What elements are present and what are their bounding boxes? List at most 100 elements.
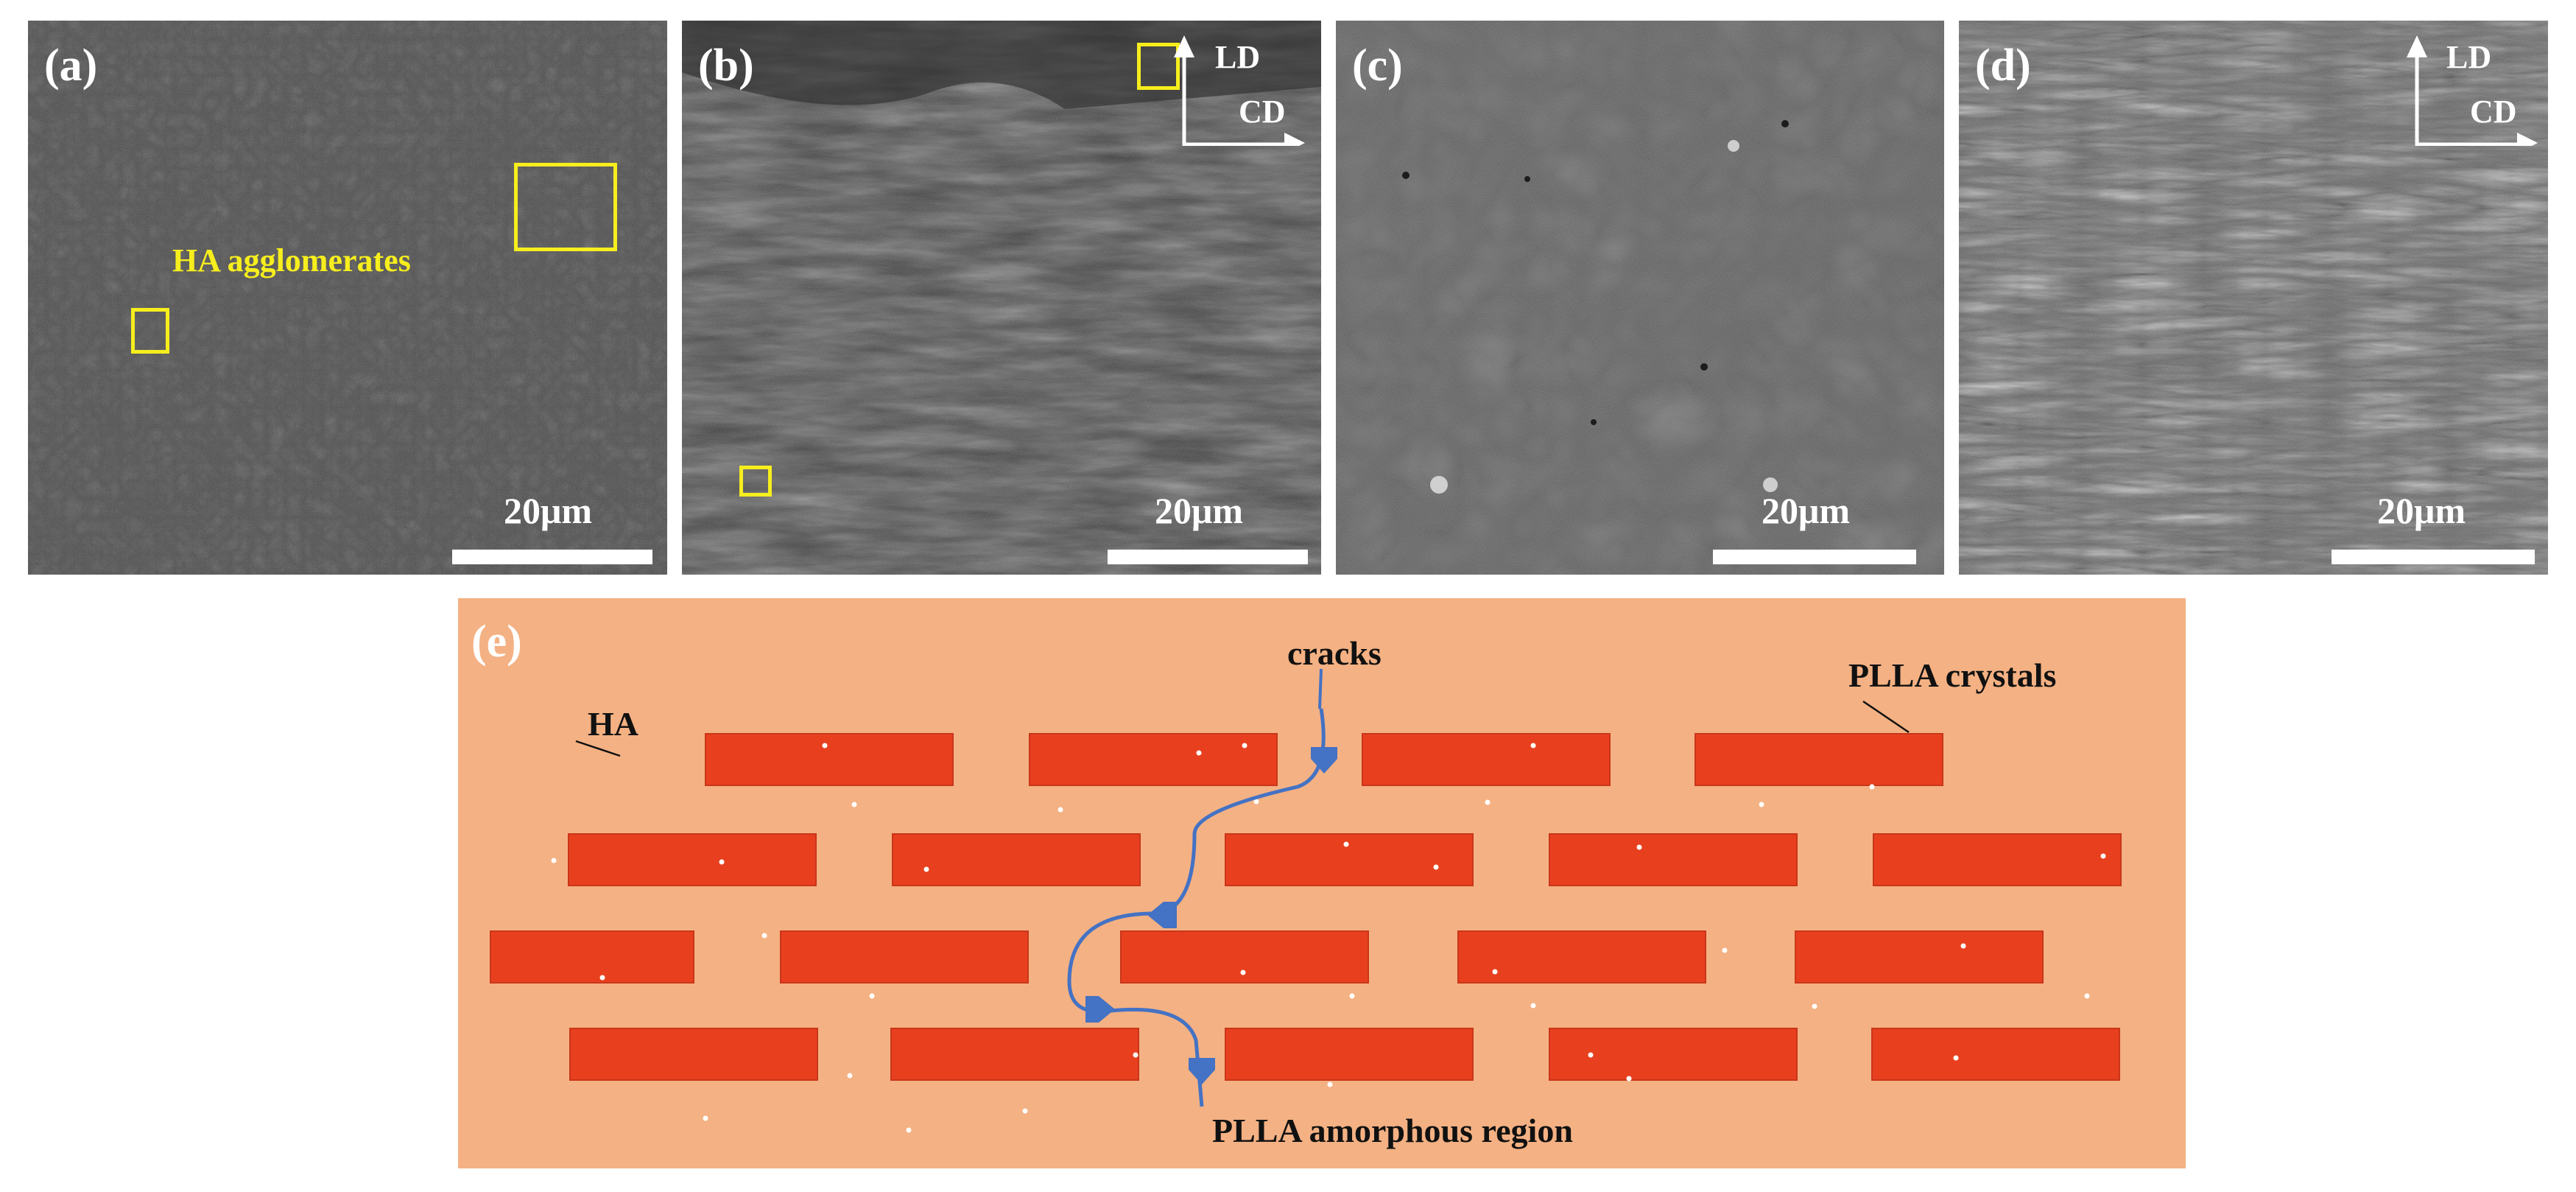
axis-label-cd-d: CD <box>2470 94 2517 130</box>
ha-particle <box>761 933 767 939</box>
scale-bar-label-d: 20μm <box>2377 490 2466 531</box>
panel-label-d: (d) <box>1975 41 2031 91</box>
plla-crystal-block <box>1029 733 1278 786</box>
scale-bar-b <box>1108 550 1308 564</box>
ld-arrow-head <box>2407 35 2427 57</box>
plla-crystal-block <box>1457 930 1706 984</box>
ha-particle <box>1530 1003 1536 1009</box>
ha-particle <box>869 993 875 999</box>
ha-agglomerates-label: HA agglomerates <box>172 242 411 278</box>
ha-particle <box>1433 864 1439 870</box>
plla-crystal-block <box>569 1028 818 1081</box>
ha-particle <box>719 859 725 865</box>
label-plla-crystals: PLLA crystals <box>1848 656 2057 694</box>
sem-panel-a: (a) HA agglomerates 20μm <box>28 21 667 575</box>
ha-particle <box>1812 1003 1817 1009</box>
ha-leader-line <box>575 740 621 757</box>
ha-particle <box>847 1073 853 1079</box>
plla-crystal-block <box>1549 833 1798 886</box>
ha-particle <box>1242 743 1247 748</box>
sem-panel-b: (b) LD CD 20μm <box>682 21 1321 575</box>
sem-panel-d: (d) LD CD 20μm <box>1959 21 2548 575</box>
plla-crystal-block <box>1225 833 1474 886</box>
ha-particle <box>2100 853 2106 859</box>
ha-particle <box>822 743 828 748</box>
scale-bar-label-c: 20μm <box>1762 490 1850 531</box>
sem-panel-c: (c) 20μm <box>1336 21 1944 575</box>
panel-label-b: (b) <box>698 41 754 91</box>
ha-particle <box>1240 970 1246 975</box>
plla-crystal-block <box>892 833 1141 886</box>
ha-particle <box>1960 943 1966 949</box>
ha-particle <box>851 802 857 807</box>
ha-particle <box>1588 1052 1594 1058</box>
crystals-leader-line <box>1862 700 1910 734</box>
plla-crystal-block <box>1549 1028 1798 1081</box>
plla-crystal-block <box>1225 1028 1474 1081</box>
highlight-box-bottom <box>739 466 772 497</box>
schematic-panel-e: (e) HA cracks PLLA crystals PLLA amorpho… <box>458 598 2186 1168</box>
plla-crystal-block <box>705 733 954 786</box>
ha-particle <box>1636 844 1642 850</box>
crack-arrow-icon <box>1085 996 1115 1023</box>
plla-crystal-block <box>490 930 694 984</box>
ha-particle <box>1626 1076 1632 1081</box>
panel-label-e: (e) <box>471 617 522 667</box>
sem-texture-c <box>1336 21 1944 575</box>
label-plla-amorphous: PLLA amorphous region <box>1212 1112 1573 1149</box>
crack-arrow-icon <box>1147 902 1177 928</box>
ha-particle <box>1953 1055 1959 1061</box>
ha-particle <box>703 1115 708 1121</box>
ha-particle <box>1253 799 1259 804</box>
scale-bar-a <box>452 550 652 564</box>
scale-bar-label-a: 20μm <box>504 490 592 531</box>
ha-particle <box>906 1127 912 1133</box>
highlight-box-top <box>1137 43 1180 90</box>
direction-axes-d <box>2407 35 2538 146</box>
plla-crystal-block <box>1873 833 2122 886</box>
ha-particle <box>1485 799 1491 805</box>
sem-texture-d <box>1959 21 2548 575</box>
plla-crystal-block <box>1695 733 1943 786</box>
ha-particle <box>1133 1052 1139 1058</box>
plla-crystal-block <box>780 930 1029 984</box>
cd-arrow-head <box>1284 133 1305 146</box>
ha-particle <box>1022 1108 1028 1114</box>
panel-label-a: (a) <box>44 41 98 91</box>
sem-texture-b <box>682 21 1321 575</box>
ha-particle <box>1869 784 1875 790</box>
ha-particle <box>599 975 605 981</box>
highlight-box-small <box>131 308 169 354</box>
plla-crystal-block <box>1795 930 2044 984</box>
ha-particle <box>1492 969 1498 975</box>
schematic-drawing <box>490 668 2122 1133</box>
crack-arrow-icon <box>1311 747 1337 774</box>
direction-axes-b <box>1174 35 1305 146</box>
ha-particle <box>1058 807 1063 813</box>
ha-particle <box>1722 947 1728 953</box>
ha-particle <box>2084 993 2090 999</box>
ha-particle <box>1196 750 1202 756</box>
axis-label-ld-b: LD <box>1215 39 1261 75</box>
axis-label-cd-b: CD <box>1239 94 1286 130</box>
ha-particle <box>1343 841 1349 847</box>
scale-bar-label-b: 20μm <box>1155 490 1243 531</box>
crack-arrow-icon <box>1189 1058 1215 1084</box>
highlight-box-large <box>514 163 617 251</box>
ha-particle <box>923 866 929 872</box>
crack-start-line <box>1318 668 1323 709</box>
ld-arrow-head <box>1174 35 1194 57</box>
ha-particle <box>1349 993 1355 999</box>
ha-particle <box>1327 1081 1333 1087</box>
ha-particle <box>1530 743 1536 748</box>
ha-particle <box>551 858 557 863</box>
scale-bar-c <box>1713 550 1916 564</box>
scale-bar-d <box>2332 550 2535 564</box>
plla-crystal-block <box>890 1028 1139 1081</box>
ha-particle <box>1759 802 1764 807</box>
sem-texture-a <box>28 21 667 575</box>
plla-crystal-block <box>1120 930 1369 984</box>
label-cracks: cracks <box>1287 634 1382 672</box>
plla-crystal-block <box>1362 733 1611 786</box>
axis-label-ld-d: LD <box>2446 39 2492 75</box>
